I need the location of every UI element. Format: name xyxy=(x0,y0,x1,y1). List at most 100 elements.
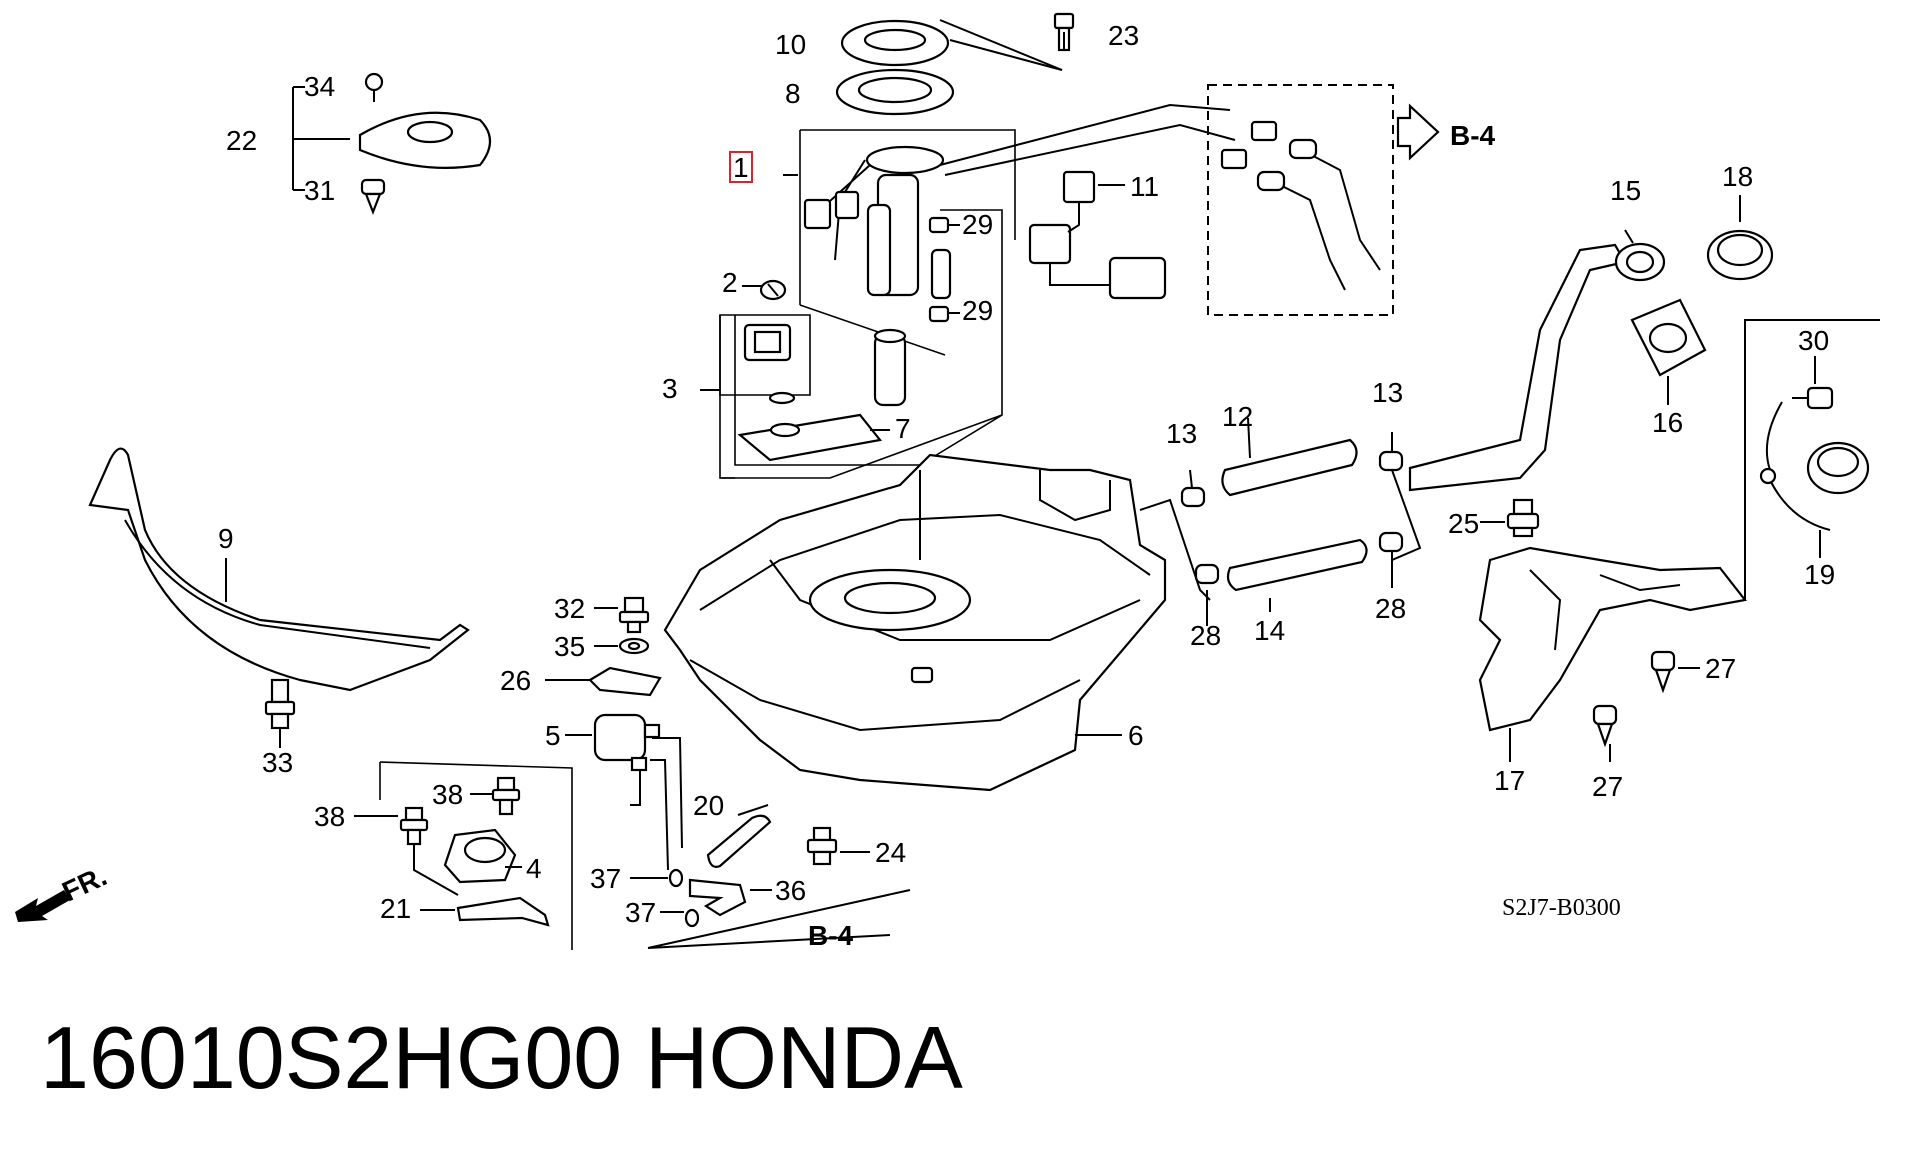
hose-20 xyxy=(706,814,772,868)
lock-ring-10 xyxy=(840,19,950,67)
label-33[interactable]: 33 xyxy=(262,747,293,778)
bolt-23 xyxy=(1053,12,1075,52)
clip-27-lower xyxy=(1592,704,1618,748)
label-9[interactable]: 9 xyxy=(218,523,234,554)
label-10[interactable]: 10 xyxy=(775,29,806,60)
label-15[interactable]: 15 xyxy=(1610,175,1641,206)
bracket-21 xyxy=(456,896,550,927)
label-28-right[interactable]: 28 xyxy=(1375,593,1406,624)
bolt-38-b xyxy=(491,776,521,816)
label-25[interactable]: 25 xyxy=(1448,508,1479,539)
label-14[interactable]: 14 xyxy=(1254,615,1285,646)
gasket-8 xyxy=(835,68,955,116)
label-37-lower[interactable]: 37 xyxy=(625,897,656,928)
fuel-cap-19 xyxy=(1759,401,1870,531)
clip-31 xyxy=(360,178,386,216)
clip-30 xyxy=(1792,386,1834,410)
label-38-left[interactable]: 38 xyxy=(314,801,345,832)
label-30[interactable]: 30 xyxy=(1798,325,1829,356)
clamp-29 xyxy=(928,216,952,323)
fuel-cap-18 xyxy=(1706,229,1774,281)
label-35[interactable]: 35 xyxy=(554,631,585,662)
label-13-right[interactable]: 13 xyxy=(1372,377,1403,408)
label-36[interactable]: 36 xyxy=(775,875,806,906)
fuel-pump-module-1 xyxy=(803,145,945,297)
bolt-25 xyxy=(1506,498,1540,538)
regulator-3 xyxy=(743,323,792,362)
washer-35 xyxy=(618,637,650,655)
label-38-right[interactable]: 38 xyxy=(432,779,463,810)
strap-9 xyxy=(88,447,470,692)
b4-dashed-box xyxy=(1207,84,1394,316)
label-2[interactable]: 2 xyxy=(722,267,738,298)
clip-37-lower xyxy=(684,908,700,928)
bracket-26 xyxy=(588,666,662,697)
connector-11 xyxy=(1028,170,1167,300)
label-22[interactable]: 22 xyxy=(226,125,257,156)
hose-14 xyxy=(1226,538,1368,592)
label-4[interactable]: 4 xyxy=(526,853,542,884)
label-24[interactable]: 24 xyxy=(875,837,906,868)
label-19[interactable]: 19 xyxy=(1804,559,1835,590)
filler-housing-16 xyxy=(1630,298,1707,377)
label-11[interactable]: 11 xyxy=(1130,171,1159,202)
hose-36 xyxy=(688,878,747,917)
selected-part-highlight xyxy=(729,151,753,183)
fuel-tank-6 xyxy=(663,453,1167,792)
inset-box-lower-left xyxy=(379,761,573,950)
pump-frame-1 xyxy=(719,129,1016,479)
screw-34 xyxy=(364,72,384,102)
brand-name: HONDA xyxy=(645,1008,963,1107)
label-8[interactable]: 8 xyxy=(785,78,801,109)
label-32[interactable]: 32 xyxy=(554,593,585,624)
label-23[interactable]: 23 xyxy=(1108,20,1139,51)
fuel-filter-3 xyxy=(873,328,907,407)
clamp-28-right xyxy=(1378,531,1404,553)
label-27-lower[interactable]: 27 xyxy=(1592,771,1623,802)
label-5[interactable]: 5 xyxy=(545,720,561,751)
label-34[interactable]: 34 xyxy=(304,71,335,102)
label-13-left[interactable]: 13 xyxy=(1166,418,1197,449)
label-21[interactable]: 21 xyxy=(380,893,411,924)
solenoid-valve-4 xyxy=(443,828,517,884)
grommet-2 xyxy=(759,279,787,301)
label-29-lower[interactable]: 29 xyxy=(962,295,993,326)
label-16[interactable]: 16 xyxy=(1652,407,1683,438)
label-37-upper[interactable]: 37 xyxy=(590,863,621,894)
splash-shield-17 xyxy=(1478,546,1747,732)
label-3[interactable]: 3 xyxy=(662,373,678,404)
washer-3 xyxy=(768,391,796,405)
bolt-32 xyxy=(618,596,650,634)
bolt-24 xyxy=(806,826,838,866)
label-6[interactable]: 6 xyxy=(1128,720,1144,751)
label-26[interactable]: 26 xyxy=(500,665,531,696)
diagram-code: S2J7-B0300 xyxy=(1502,895,1621,921)
label-20[interactable]: 20 xyxy=(693,790,724,821)
clip-27-upper xyxy=(1650,650,1676,694)
label-17[interactable]: 17 xyxy=(1494,765,1525,796)
label-27-upper[interactable]: 27 xyxy=(1705,653,1736,684)
clamp-13-left xyxy=(1180,486,1206,508)
label-1[interactable]: 1 xyxy=(733,152,749,183)
label-7[interactable]: 7 xyxy=(895,413,911,444)
filler-pipe-15 xyxy=(1408,242,1666,492)
label-31[interactable]: 31 xyxy=(304,175,335,206)
canister-valve-5 xyxy=(593,713,661,772)
clamp-28-left xyxy=(1194,563,1220,585)
reference-b4-top[interactable]: B-4 xyxy=(1450,120,1496,151)
label-18[interactable]: 18 xyxy=(1722,161,1753,192)
clip-37-upper xyxy=(668,868,684,888)
front-direction-arrow xyxy=(15,890,70,922)
clamp-13-right xyxy=(1378,450,1404,472)
strainer-7 xyxy=(737,413,883,462)
reference-b4-bottom[interactable]: B-4 xyxy=(808,920,854,951)
label-29-upper[interactable]: 29 xyxy=(962,209,993,240)
bolt-33 xyxy=(264,678,296,730)
label-12[interactable]: 12 xyxy=(1222,401,1253,432)
label-28-left[interactable]: 28 xyxy=(1190,620,1221,651)
cover-22 xyxy=(358,111,492,169)
hose-12 xyxy=(1221,438,1358,497)
bolt-38-a xyxy=(399,806,429,846)
part-number: 16010S2HG00 xyxy=(40,1008,622,1107)
